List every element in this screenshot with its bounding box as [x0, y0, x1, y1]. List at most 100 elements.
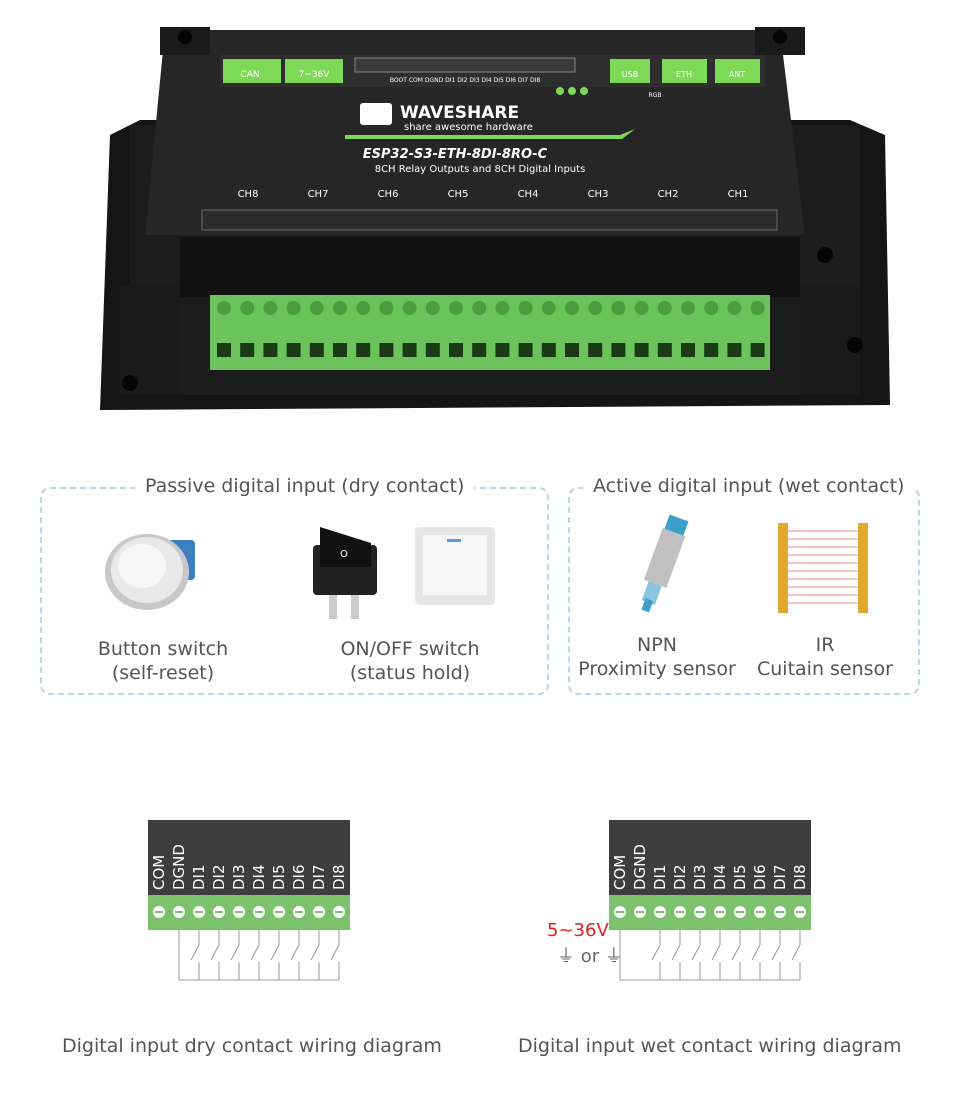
terminal-slot	[657, 343, 672, 357]
switch-contact	[711, 944, 721, 961]
terminal-screw	[657, 301, 672, 315]
terminal-slot	[309, 343, 324, 357]
pin-label: DI3	[230, 864, 248, 890]
terminal-screw	[495, 301, 510, 315]
terminal-slot	[379, 343, 394, 357]
terminal-slot	[541, 343, 556, 357]
model-name: ESP32-S3-ETH-8DI-8RO-C	[363, 147, 548, 162]
switch-contact	[230, 944, 240, 961]
switch-contact	[731, 944, 741, 961]
terminal-slot	[217, 343, 231, 357]
terminal-screw	[518, 301, 533, 315]
pin-label: DI4	[250, 864, 268, 890]
terminal-slot	[425, 343, 440, 357]
switch-contact	[270, 944, 280, 961]
terminal-screw	[240, 301, 255, 315]
terminal-slot	[681, 343, 695, 357]
switch-contact	[671, 944, 681, 961]
onoff-switch-caption: ON/OFF switch (status hold)	[320, 637, 500, 685]
terminal-slot	[634, 343, 649, 357]
pin-label: DI2	[210, 864, 228, 890]
switch-contact	[691, 944, 701, 961]
voltage-label: 5~36V	[547, 920, 609, 941]
terminal-screw	[541, 301, 556, 315]
terminal-slot	[704, 343, 719, 357]
model-subtitle: 8CH Relay Outputs and 8CH Digital Inputs	[375, 164, 586, 175]
terminal-screw	[263, 301, 278, 315]
button-switch-note: (self-reset)	[111, 662, 215, 684]
npn-caption: NPN Proximity sensor	[577, 633, 737, 681]
pin-label: DI1	[190, 864, 208, 890]
passive-input-panel: Passive digital input (dry contact)	[40, 475, 549, 695]
pin-label: DI7	[310, 864, 328, 890]
terminal-screw	[611, 301, 626, 315]
terminal-screw	[750, 301, 765, 315]
rocker-switch-image: O	[313, 527, 377, 619]
pin-label: DI1	[651, 864, 669, 890]
pin-label: COM	[611, 855, 629, 890]
eth-label: ETH	[676, 70, 692, 79]
channel-label: CH3	[588, 189, 609, 200]
switch-contact	[771, 944, 781, 961]
terminal-slot	[727, 343, 742, 357]
terminal-slot	[588, 343, 603, 357]
eth-label-box	[662, 59, 707, 83]
proximity-sensor-image	[641, 514, 689, 613]
switch-contact	[210, 944, 220, 961]
pin-label: DI6	[290, 864, 308, 890]
channel-label: CH4	[518, 189, 539, 200]
active-input-panel: Active digital input (wet contact)	[568, 475, 920, 695]
ir-name: IR	[815, 634, 835, 656]
switch-contact	[330, 944, 340, 961]
terminal-screw	[402, 301, 417, 315]
channel-label: CH6	[378, 189, 399, 200]
switch-contact	[751, 944, 761, 961]
terminal-screw	[727, 301, 742, 315]
ir-caption: IR Cuitain sensor	[750, 633, 900, 681]
terminal-screw	[449, 301, 463, 315]
usb-label-box	[610, 59, 650, 83]
terminal-screw	[379, 301, 394, 315]
ant-label-box	[715, 59, 760, 83]
ant-label: ANT	[729, 70, 745, 79]
pin-label: DI6	[751, 864, 769, 890]
terminal-screw	[565, 301, 579, 315]
switch-contact	[190, 944, 200, 961]
npn-name: NPN	[637, 634, 677, 656]
terminal-screw	[309, 301, 324, 315]
switch-contact	[651, 944, 661, 961]
channel-label: CH5	[448, 189, 469, 200]
terminal-slot	[472, 343, 487, 357]
terminal-slot	[263, 343, 278, 357]
channel-label: CH8	[238, 189, 259, 200]
terminal-screw	[472, 301, 487, 315]
terminal-slot	[611, 343, 626, 357]
brand-tagline: share awesome hardware	[404, 122, 533, 133]
terminal-screw	[588, 301, 603, 315]
ground-symbol-row: ⏚ or ⏚	[557, 942, 623, 968]
device-image: CAN 7~36V BOOT COM DGND DI1 DI2 DI3 DI4 …	[100, 27, 890, 410]
channel-label: CH1	[728, 189, 749, 200]
ir-curtain-image	[778, 523, 868, 613]
switch-contact	[791, 944, 801, 961]
pin-label: DI4	[711, 864, 729, 890]
dry-diagram-caption: Digital input dry contact wiring diagram	[62, 1035, 442, 1057]
ground-icon: ⏚	[557, 946, 575, 967]
button-switch-caption: Button switch (self-reset)	[83, 637, 243, 685]
terminal-slot	[240, 343, 255, 357]
pin-label: DI5	[270, 864, 288, 890]
pin-label: DI8	[791, 864, 809, 890]
terminal-slot	[333, 343, 347, 357]
wall-switch-image	[415, 527, 495, 605]
wet-diagram-caption: Digital input wet contact wiring diagram	[518, 1035, 902, 1057]
terminal-slot	[565, 343, 579, 357]
terminal-screw	[286, 301, 301, 315]
or-label: or	[580, 946, 600, 967]
brand-name: WAVESHARE	[400, 103, 519, 123]
can-label: CAN	[240, 70, 259, 80]
terminal-slot	[449, 343, 463, 357]
inputs-label: BOOT COM DGND DI1 DI2 DI3 DI4 DI5 DI6 DI…	[390, 77, 540, 84]
switch-contact	[290, 944, 300, 961]
